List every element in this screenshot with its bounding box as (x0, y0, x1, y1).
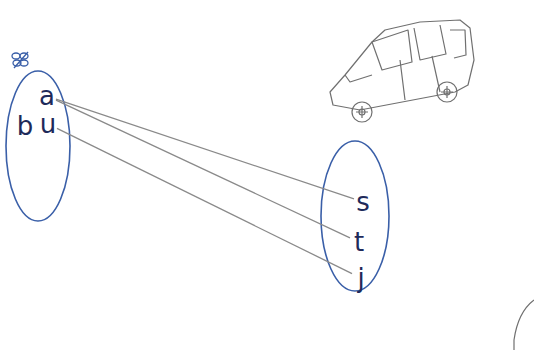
car-sketch (330, 20, 474, 122)
set-ellipse: abu (5, 70, 71, 222)
set-element: a (38, 84, 56, 108)
element-letter: t (350, 230, 368, 254)
ellipse-outline (5, 70, 71, 222)
mapping-line (56, 99, 354, 199)
mapping-line (57, 128, 352, 273)
element-letter: b (16, 114, 34, 138)
element-letter: s (354, 190, 372, 214)
ellipse-outline (320, 140, 390, 292)
element-letter: u (39, 112, 57, 136)
flower-doodle (12, 52, 28, 68)
set-element: b (16, 114, 34, 138)
set-element: t (350, 230, 368, 254)
set-ellipse: stj (320, 140, 390, 292)
element-letter: j (352, 266, 370, 290)
ellipse-shape (6, 71, 70, 221)
set-element: j (352, 266, 370, 290)
element-letter: a (38, 84, 56, 108)
ellipse-shape (321, 141, 389, 291)
set-element: s (354, 190, 372, 214)
mapping-line (56, 100, 350, 238)
edge-arc (514, 300, 534, 350)
set-element: u (39, 112, 57, 136)
